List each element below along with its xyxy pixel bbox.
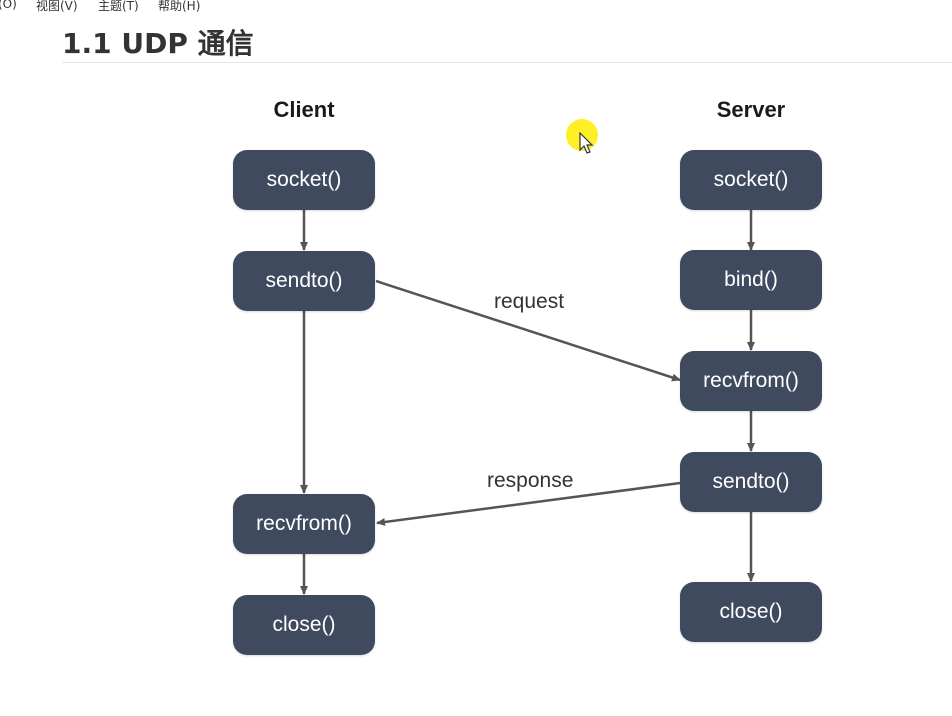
menu-item-edit[interactable]: (O): [0, 0, 17, 11]
heading-divider: [62, 62, 952, 63]
section-heading: 1.1 UDP 通信: [62, 27, 254, 60]
request-label: request: [494, 290, 565, 313]
menu-item-theme[interactable]: 主题(T): [98, 0, 139, 13]
server-recvfrom-node: recvfrom(): [680, 351, 822, 411]
server-title: Server: [716, 97, 786, 122]
response-label: response: [487, 469, 574, 492]
arrow-request: [375, 279, 681, 382]
menu-item-view[interactable]: 视图(V): [36, 0, 78, 13]
arrow-response: [376, 481, 681, 526]
server-sendto-node: sendto(): [680, 452, 822, 512]
client-sendto-node: sendto(): [233, 251, 375, 311]
client-recvfrom-node: recvfrom(): [233, 494, 375, 554]
menu-item-help[interactable]: 帮助(H): [158, 0, 201, 13]
mouse-cursor-icon: [579, 132, 594, 154]
client-close-node: close(): [233, 595, 375, 655]
server-close-node: close(): [680, 582, 822, 642]
server-socket-node: socket(): [680, 150, 822, 210]
server-bind-node: bind(): [680, 250, 822, 310]
client-title: Client: [273, 97, 335, 122]
menu-bar: (O) 视图(V) 主题(T) 帮助(H): [0, 0, 952, 14]
client-socket-node: socket(): [233, 150, 375, 210]
